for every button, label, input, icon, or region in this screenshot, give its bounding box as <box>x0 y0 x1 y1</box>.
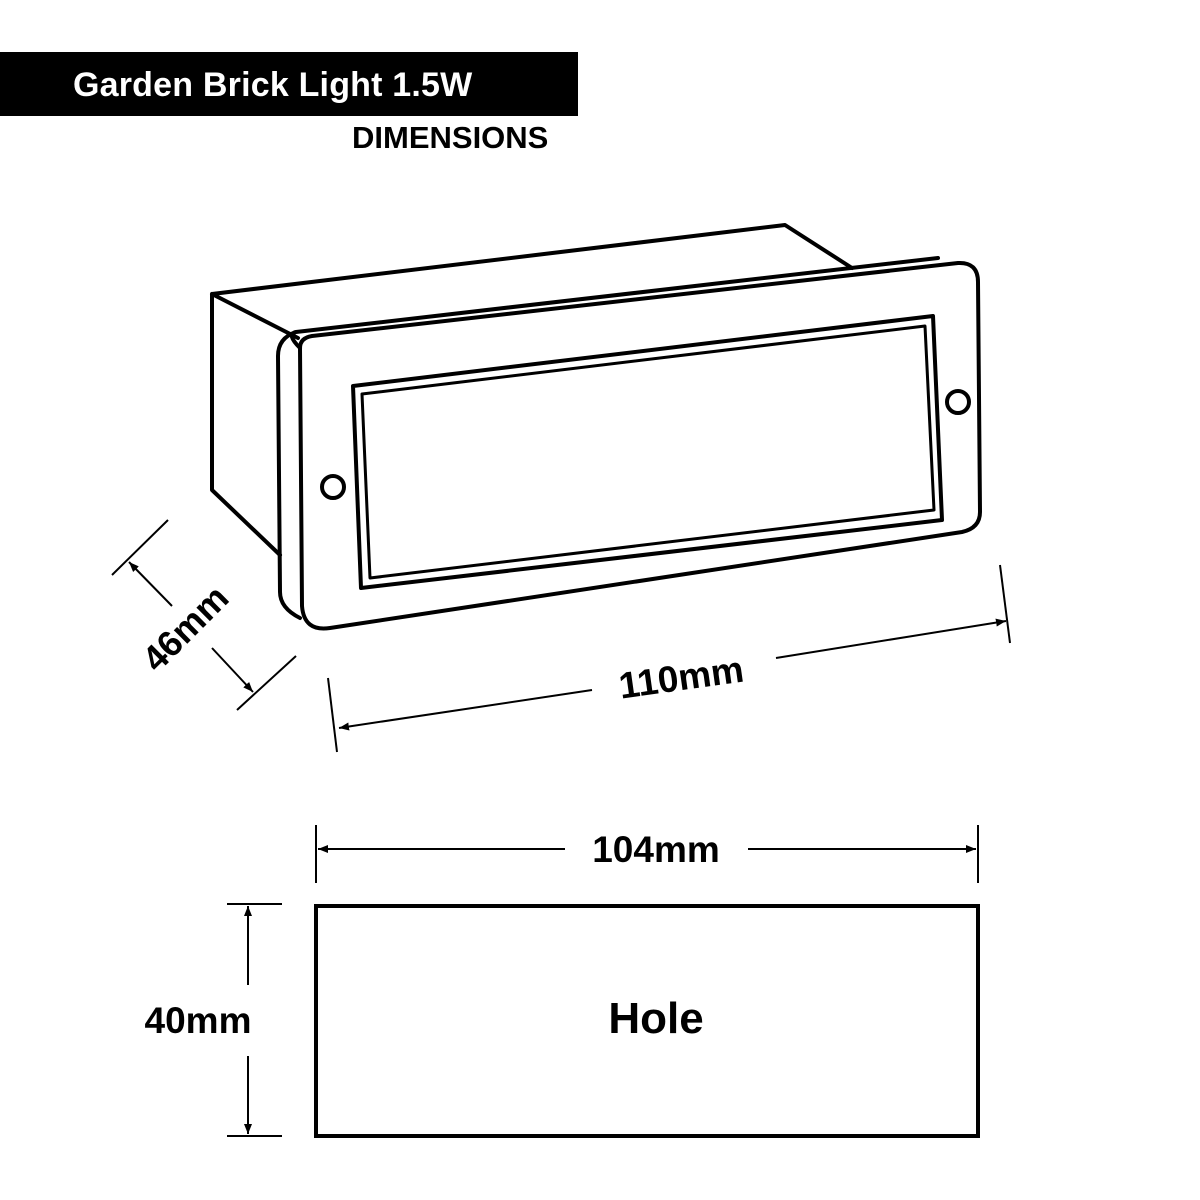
housing-box <box>210 223 854 557</box>
hole-height-label: 40mm <box>145 1000 252 1041</box>
width-arrow-right <box>775 618 1007 659</box>
hole-label: Hole <box>608 994 703 1043</box>
width-extension-line-right <box>999 564 1011 644</box>
depth-arrow-top <box>128 561 173 607</box>
width-label: 110mm <box>616 649 746 707</box>
width-extension-line-left <box>327 677 338 753</box>
width-arrow-left <box>338 689 593 731</box>
depth-label: 46mm <box>134 577 237 680</box>
faceplate-outer <box>298 260 982 631</box>
depth-dimension <box>111 519 297 711</box>
page-subtitle: DIMENSIONS <box>352 120 549 155</box>
hole-drawing <box>227 825 980 1138</box>
faceplate-edge <box>276 256 940 620</box>
page-title: Garden Brick Light 1.5W <box>73 66 473 104</box>
screw-hole-left <box>320 474 346 500</box>
lens-inner <box>360 324 936 580</box>
hole-width-label: 104mm <box>592 829 720 870</box>
depth-extension-line-top <box>111 519 169 576</box>
screw-hole-right <box>945 389 971 415</box>
brick-light-drawing <box>210 223 982 631</box>
width-dimension <box>327 564 1011 753</box>
depth-extension-line-bottom <box>236 655 297 711</box>
title-bar <box>0 52 578 116</box>
depth-arrow-bottom <box>211 647 254 693</box>
lens-outer <box>351 314 944 590</box>
hole-rectangle <box>314 904 980 1138</box>
